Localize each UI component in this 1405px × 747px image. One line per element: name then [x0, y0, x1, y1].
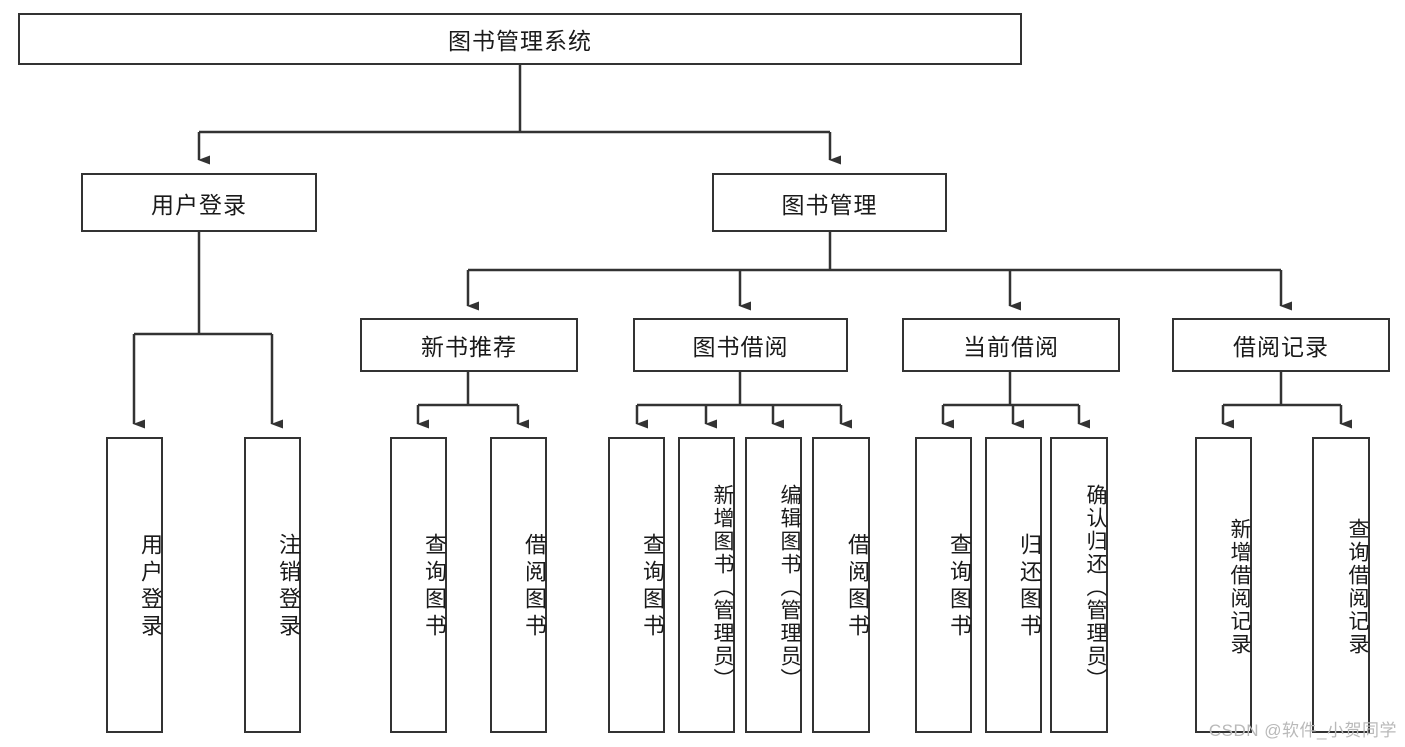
leaf-current-borrow-confirm-return-admin[interactable]: 确认归还（管理员） — [1050, 437, 1108, 733]
node-label: 查询图书 — [947, 533, 972, 641]
node-label: 注销登录 — [276, 533, 301, 641]
node-label: 图书借阅 — [692, 334, 789, 360]
leaf-user-login-logout[interactable]: 注销登录 — [244, 437, 301, 733]
node-label: 查询借阅记录 — [1346, 518, 1369, 656]
node-label: 归还图书 — [1017, 533, 1042, 641]
node-label: 查询图书 — [640, 533, 665, 641]
node-label: 用户登录 — [151, 191, 247, 218]
node-label: 用户登录 — [138, 533, 163, 641]
node-label: 图书管理系统 — [448, 28, 592, 54]
node-borrow-record[interactable]: 借阅记录 — [1172, 318, 1390, 372]
node-label: 新书推荐 — [421, 334, 517, 360]
node-label: 新增借阅记录 — [1228, 518, 1251, 656]
leaf-book-borrow-borrow-book[interactable]: 借阅图书 — [812, 437, 870, 733]
node-label: 图书管理 — [781, 191, 878, 218]
leaf-user-login-login[interactable]: 用户登录 — [106, 437, 163, 733]
node-book-borrow[interactable]: 图书借阅 — [633, 318, 848, 372]
node-label: 借阅图书 — [522, 533, 547, 641]
csdn-watermark: CSDN @软件_小贺同学 — [1208, 721, 1397, 740]
leaf-book-borrow-add-book-admin[interactable]: 新增图书（管理员） — [678, 437, 735, 733]
node-label: 新增图书（管理员） — [711, 483, 734, 691]
leaf-borrow-record-query-record[interactable]: 查询借阅记录 — [1312, 437, 1370, 733]
node-label: 借阅图书 — [845, 533, 870, 641]
node-label: 编辑图书（管理员） — [778, 483, 801, 691]
node-book-management[interactable]: 图书管理 — [712, 173, 947, 232]
leaf-borrow-record-add-record[interactable]: 新增借阅记录 — [1195, 437, 1252, 733]
leaf-current-borrow-query-book[interactable]: 查询图书 — [915, 437, 972, 733]
leaf-new-book-query-book[interactable]: 查询图书 — [390, 437, 447, 733]
node-current-borrow[interactable]: 当前借阅 — [902, 318, 1120, 372]
leaf-book-borrow-query-book[interactable]: 查询图书 — [608, 437, 665, 733]
node-label: 查询图书 — [422, 533, 447, 641]
node-user-login[interactable]: 用户登录 — [81, 173, 317, 232]
node-label: 借阅记录 — [1233, 334, 1329, 360]
leaf-new-book-borrow-book[interactable]: 借阅图书 — [490, 437, 547, 733]
node-new-book-recommend[interactable]: 新书推荐 — [360, 318, 578, 372]
node-label: 当前借阅 — [963, 334, 1059, 360]
node-label: 确认归还（管理员） — [1084, 483, 1107, 691]
leaf-current-borrow-return-book[interactable]: 归还图书 — [985, 437, 1042, 733]
leaf-book-borrow-edit-book-admin[interactable]: 编辑图书（管理员） — [745, 437, 802, 733]
node-root-book-management-system[interactable]: 图书管理系统 — [18, 13, 1022, 65]
